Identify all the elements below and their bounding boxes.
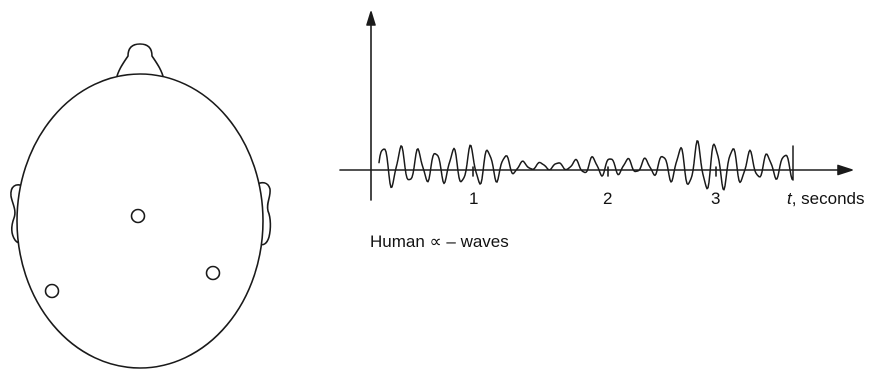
x-axis-arrow — [837, 164, 853, 176]
head-diagram — [10, 43, 272, 369]
x-axis-variable: t — [787, 189, 792, 208]
x-tick-label-1: 1 — [469, 189, 479, 208]
head-outline — [16, 73, 264, 369]
x-tick-label-3: 3 — [711, 189, 721, 208]
wave-caption: Human ∝ – waves — [370, 232, 509, 251]
alpha-wave-trace — [378, 140, 794, 191]
electrode-left — [44, 283, 60, 299]
electrode-right — [205, 265, 221, 281]
nose — [115, 43, 165, 81]
y-axis-arrow — [366, 11, 376, 26]
electrode-top — [130, 208, 146, 224]
x-tick-label-2: 2 — [603, 189, 613, 208]
right-ear — [255, 181, 272, 246]
x-axis-unit: , seconds — [791, 189, 865, 208]
wave-plot — [339, 11, 853, 201]
x-axis-label: t, seconds — [787, 190, 865, 207]
